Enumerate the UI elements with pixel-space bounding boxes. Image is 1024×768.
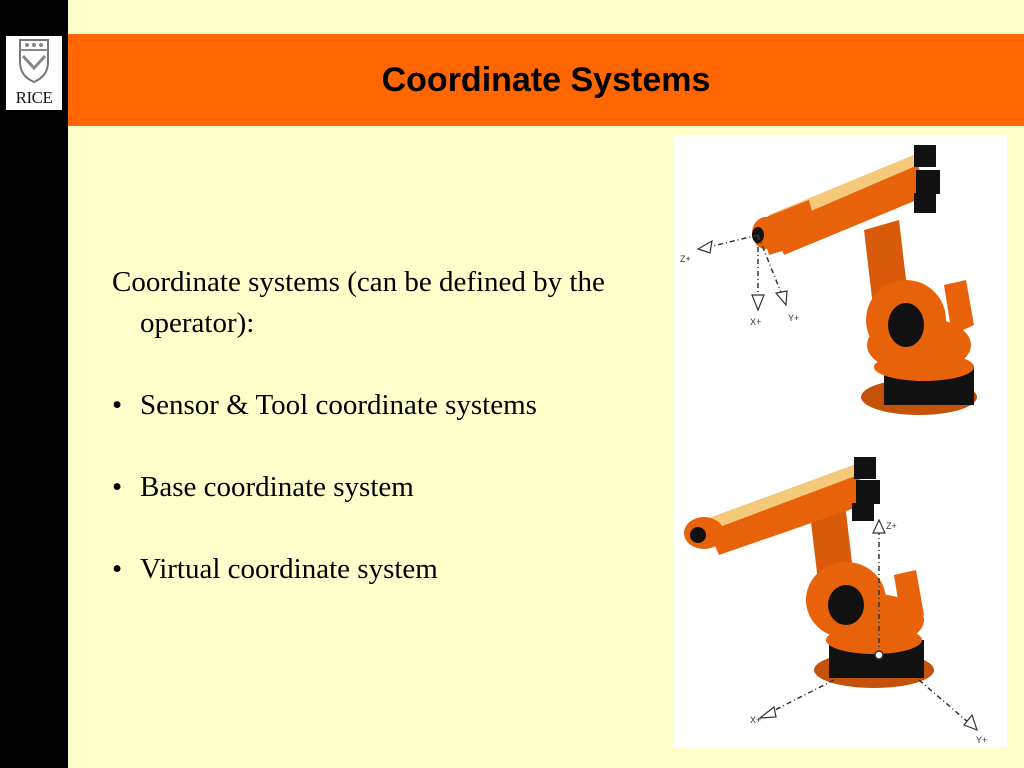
bullet-item: • Virtual coordinate system	[112, 549, 632, 590]
robot-diagram: Z+ X+ Y+	[680, 145, 987, 745]
bottom-x-axis-label: X+	[750, 715, 761, 725]
intro-text: Coordinate systems (can be defined by th…	[112, 266, 605, 339]
robot-arm-bottom	[684, 457, 934, 688]
bullet-text: Base coordinate system	[140, 471, 414, 503]
top-z-axis-label: Z+	[680, 254, 691, 264]
axis-arrowheads-bottom	[758, 518, 978, 732]
bullet-symbol: •	[112, 471, 123, 503]
base-axes-bottom	[768, 530, 970, 724]
bullet-symbol: •	[112, 389, 123, 421]
bullet-symbol: •	[112, 553, 123, 585]
slide-title: Coordinate Systems	[381, 61, 711, 99]
top-y-axis-label: Y+	[788, 313, 799, 323]
bottom-y-axis-label: Y+	[976, 735, 987, 745]
base-origin-marker	[874, 650, 884, 660]
robot-figure-panel: Z+ X+ Y+	[674, 135, 1007, 747]
bullet-text: Virtual coordinate system	[140, 553, 438, 585]
logo-text: RICE	[15, 88, 53, 107]
bullet-item: • Base coordinate system	[112, 467, 632, 508]
rice-logo: RICE	[6, 36, 62, 110]
slide-content: Coordinate systems (can be defined by th…	[112, 262, 632, 631]
robot-arm-top	[752, 145, 977, 415]
title-bar: Coordinate Systems	[68, 34, 1024, 126]
axis-arrowheads-top	[696, 239, 788, 312]
top-x-axis-label: X+	[750, 317, 761, 327]
bottom-z-axis-label: Z+	[886, 521, 897, 531]
bullet-text: Sensor & Tool coordinate systems	[140, 389, 537, 421]
tool-axes-top	[708, 234, 783, 300]
left-sidebar-bar	[0, 0, 68, 768]
rice-shield-icon	[19, 39, 49, 84]
bullet-item: • Sensor & Tool coordinate systems	[112, 385, 632, 426]
